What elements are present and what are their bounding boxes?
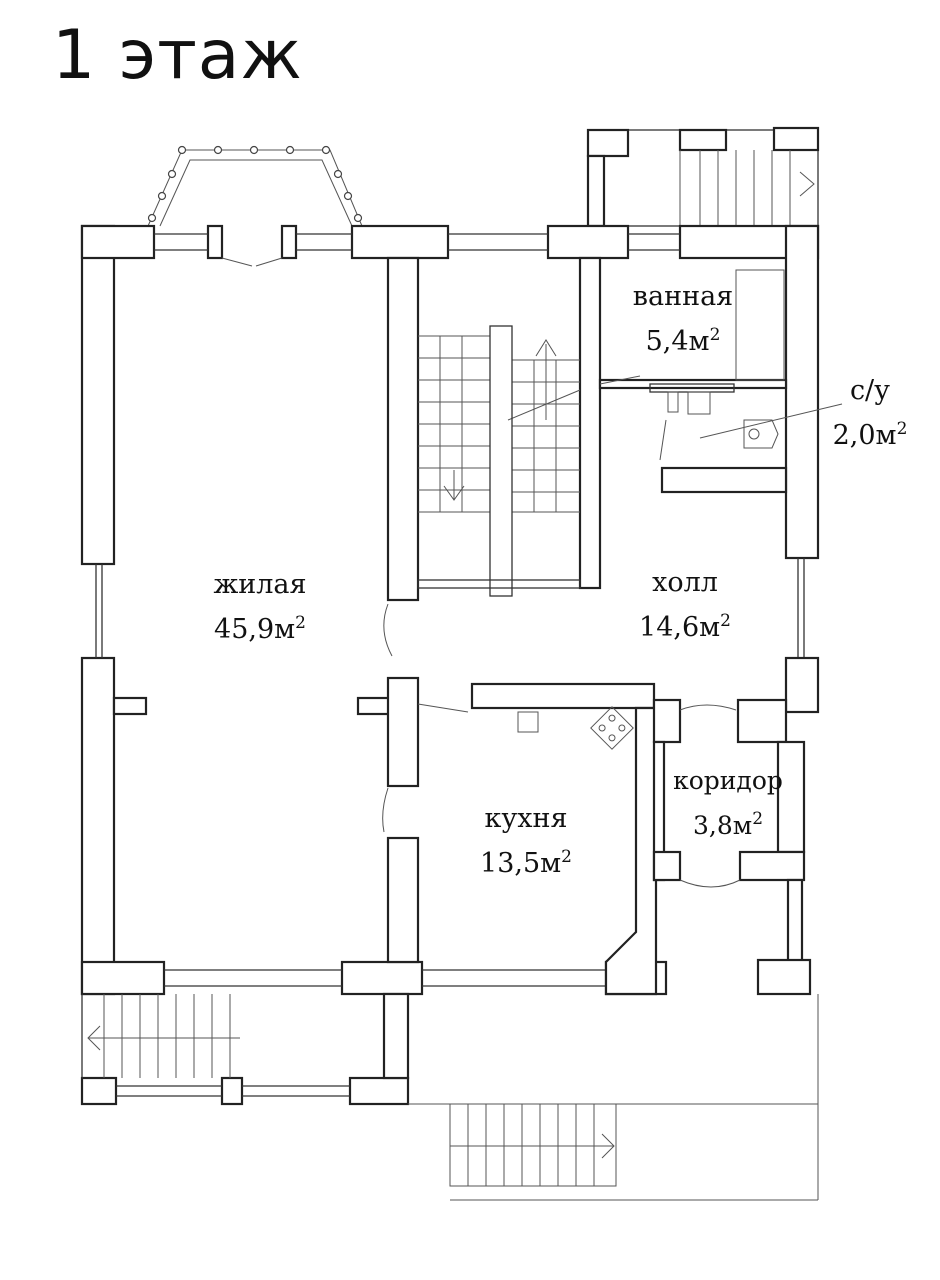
top-right-porch bbox=[586, 126, 820, 228]
interior-walls bbox=[386, 256, 812, 996]
room-name: жилая bbox=[213, 569, 307, 600]
bathroom-fixtures bbox=[599, 269, 843, 461]
door-swings bbox=[382, 603, 741, 888]
bottom-left-porch bbox=[80, 992, 410, 1106]
room-label-corridor: коридор 3,8м2 bbox=[650, 762, 806, 845]
exterior-walls bbox=[80, 224, 820, 996]
bottom-terrace bbox=[408, 994, 819, 1201]
room-label-kitchen: кухня 13,5м2 bbox=[446, 800, 606, 883]
room-area: 13,5м2 bbox=[480, 847, 572, 879]
room-area: 5,4м2 bbox=[645, 325, 721, 357]
room-name: холл bbox=[652, 567, 718, 598]
room-label-wc: с/у 2,0м2 bbox=[810, 372, 930, 455]
kitchen-fixtures bbox=[417, 703, 634, 750]
living-pilasters bbox=[112, 696, 392, 716]
bay-window bbox=[147, 145, 363, 227]
room-area: 2,0м2 bbox=[832, 419, 908, 451]
room-name: кухня bbox=[484, 803, 568, 834]
room-area: 45,9м2 bbox=[214, 613, 306, 645]
living-top-door-swing bbox=[221, 257, 283, 267]
room-name: с/у bbox=[849, 375, 891, 406]
room-name: коридор bbox=[673, 766, 783, 795]
floor-title: 1 этаж bbox=[52, 16, 303, 95]
room-area: 3,8м2 bbox=[692, 809, 764, 840]
room-label-bathroom: ванная 5,4м2 bbox=[603, 278, 763, 361]
interior-staircase bbox=[417, 325, 581, 597]
room-label-living: жилая 45,9м2 bbox=[170, 566, 350, 649]
room-name: ванная bbox=[632, 281, 734, 312]
room-label-hall: холл 14,6м2 bbox=[605, 564, 765, 647]
room-area: 14,6м2 bbox=[639, 611, 731, 643]
